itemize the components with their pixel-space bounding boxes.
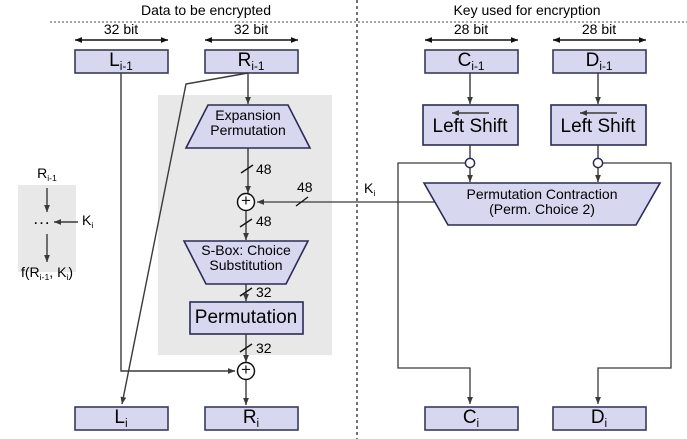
legend-key-sub: i — [91, 219, 94, 230]
register-label-R-next-base: R — [242, 407, 257, 428]
wire-junction2-to-D-next — [595, 162, 672, 405]
register-box-R-next — [204, 406, 299, 431]
permutation-contraction-line2: (Perm. Choice 2) — [489, 200, 595, 217]
permutation-label: Permutation — [194, 307, 298, 328]
register-label-C-prev: Ci-1 — [458, 51, 485, 73]
width-label-left-data: 32 bit — [103, 21, 139, 37]
width-label-right-key: 28 bit — [581, 21, 617, 37]
register-label-D-prev-base: D — [585, 50, 600, 71]
register-label-L-next: Li — [114, 408, 127, 430]
wire-junction1-to-C-next — [397, 162, 473, 405]
legend-output-prefix: f(R — [20, 264, 40, 280]
register-label-D-prev: Di-1 — [586, 51, 613, 73]
xor-symbol-top: + — [241, 191, 251, 210]
register-label-L-next-sub: i — [124, 416, 128, 430]
permutation-box — [189, 301, 304, 335]
wire-R-prev-to-L-next — [120, 72, 249, 405]
register-label-R-prev-sub: i-1 — [251, 59, 265, 73]
bitwidth-key-in: 48 — [297, 179, 313, 195]
permutation-contraction-label: Permutation Contraction (Perm. Choice 2) — [467, 187, 618, 216]
register-label-R-next: Ri — [243, 408, 259, 430]
section-header-right: Key used for encryption — [453, 2, 601, 18]
sbox-line2: Substitution — [209, 256, 283, 273]
slash-tick-32-perm-out — [239, 343, 253, 353]
expansion-permutation-line1: Expansion — [215, 107, 281, 123]
register-label-R-prev: Ri-1 — [238, 51, 265, 73]
register-label-C-next-base: C — [462, 407, 477, 428]
width-label-left-key: 28 bit — [453, 21, 489, 37]
register-label-L-prev-base: L — [109, 50, 120, 71]
key-wire-label-base: K — [364, 180, 374, 196]
register-label-D-prev-sub: i-1 — [599, 59, 613, 73]
slash-tick-48-expansion — [240, 164, 254, 174]
xor-gate-bottom — [236, 361, 256, 381]
register-label-D-next: Di — [591, 408, 607, 430]
legend-ellipsis: ... — [33, 209, 51, 228]
slash-tick-48-xor-out — [239, 218, 253, 228]
bitwidth-permutation-out: 32 — [256, 340, 272, 356]
slash-tick-48-key — [295, 196, 309, 207]
sbox-line1: S-Box: Choice — [201, 242, 291, 258]
legend-key-label: Ki — [82, 213, 93, 230]
register-box-L-next — [74, 406, 169, 431]
sbox-shape — [182, 240, 310, 285]
key-wire-label: Ki — [364, 181, 375, 198]
register-label-C-next-sub: i — [476, 416, 480, 430]
permutation-contraction-shape — [422, 182, 662, 226]
register-label-C-prev-sub: i-1 — [471, 59, 485, 73]
legend-output-suffix: ) — [68, 264, 74, 280]
register-label-R-prev-base: R — [237, 50, 252, 71]
width-label-right-data: 32 bit — [233, 21, 269, 37]
legend-input-sub: i-1 — [47, 172, 57, 183]
legend-output-sub2: i — [66, 271, 69, 282]
permutation-contraction-line1: Permutation Contraction — [466, 186, 618, 202]
sbox-label: S-Box: Choice Substitution — [201, 243, 290, 272]
register-label-D-next-base: D — [590, 407, 605, 428]
legend-output-sub1: i-1 — [39, 271, 50, 282]
left-shift-label-1: Left Shift — [432, 116, 508, 137]
junction-dot-1 — [464, 157, 476, 169]
register-box-D-next — [552, 406, 647, 431]
xor-gate-top — [236, 192, 256, 212]
register-label-R-next-sub: i — [256, 416, 260, 430]
expansion-permutation-shape — [184, 104, 312, 149]
expansion-permutation-label: Expansion Permutation — [210, 108, 285, 137]
key-wire-label-sub: i — [373, 187, 376, 198]
wire-L-prev-to-xor — [120, 73, 236, 374]
legend-output-mid: , K — [49, 264, 67, 280]
bitwidth-expansion-out: 48 — [256, 161, 272, 177]
xor-symbol-bottom: + — [241, 360, 251, 379]
legend-input-label: Ri-1 — [37, 166, 57, 183]
register-box-R-prev — [204, 49, 299, 74]
register-label-L-prev-sub: i-1 — [119, 59, 133, 73]
legend-key-base: K — [82, 212, 92, 228]
bitwidth-xor-out: 48 — [256, 213, 272, 229]
section-header-left: Data to be encrypted — [141, 2, 271, 18]
register-label-L-prev: Li-1 — [109, 51, 133, 73]
register-label-L-next-base: L — [114, 407, 125, 428]
slash-tick-32-sbox-out — [239, 287, 253, 297]
register-box-C-prev — [424, 49, 519, 74]
register-box-C-next — [424, 406, 519, 431]
expansion-permutation-line2: Permutation — [210, 121, 286, 138]
junction-dot-2 — [592, 157, 604, 169]
left-shift-label-2: Left Shift — [560, 116, 636, 137]
bitwidth-sbox-out: 32 — [256, 284, 272, 300]
register-label-D-next-sub: i — [604, 416, 608, 430]
register-label-C-prev-base: C — [457, 50, 472, 71]
legend-input-base: R — [37, 165, 48, 181]
register-box-D-prev — [552, 49, 647, 74]
legend-output-label: f(Ri-1, Ki) — [21, 265, 73, 282]
register-label-C-next: Ci — [463, 408, 479, 430]
